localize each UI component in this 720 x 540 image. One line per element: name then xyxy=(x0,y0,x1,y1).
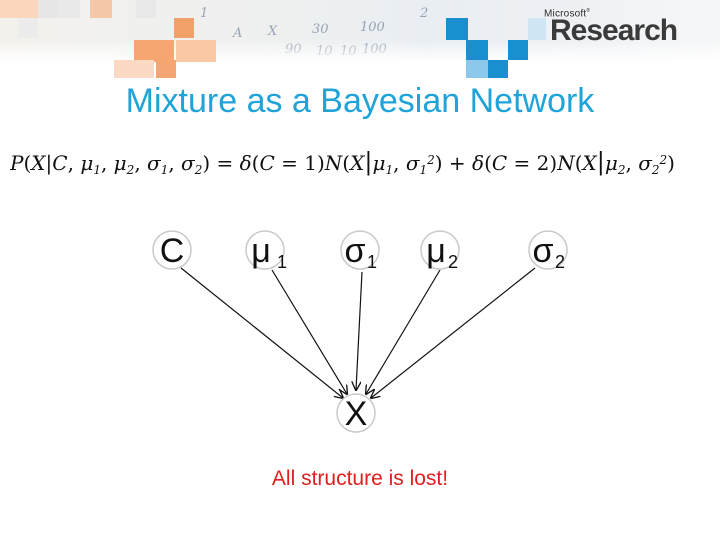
edge-sigma1-to-x xyxy=(356,272,362,390)
node-x-label: X xyxy=(345,395,368,433)
node-sigma2: σ 2 xyxy=(529,231,567,272)
node-sigma2-label: σ xyxy=(533,232,554,270)
node-mu2: μ 2 xyxy=(421,231,459,272)
node-mu2-label: μ xyxy=(426,232,446,270)
node-mu1: μ 1 xyxy=(246,231,287,272)
edges xyxy=(181,268,535,398)
edge-mu1-to-x xyxy=(272,270,347,394)
node-x: X xyxy=(337,394,375,433)
edge-c-to-x xyxy=(181,268,343,398)
node-c: C xyxy=(153,231,191,270)
node-sigma1: σ 1 xyxy=(341,231,379,272)
node-mu2-subscript: 2 xyxy=(448,252,458,272)
caption: All structure is lost! xyxy=(0,467,720,491)
node-mu1-label: μ xyxy=(251,232,271,270)
node-mu1-subscript: 1 xyxy=(277,252,287,272)
edge-mu2-to-x xyxy=(366,270,440,394)
node-sigma2-subscript: 2 xyxy=(555,252,565,272)
node-c-label: C xyxy=(160,232,185,270)
node-sigma1-label: σ xyxy=(345,232,366,270)
node-sigma1-subscript: 1 xyxy=(367,252,377,272)
edge-sigma2-to-x xyxy=(371,268,535,398)
